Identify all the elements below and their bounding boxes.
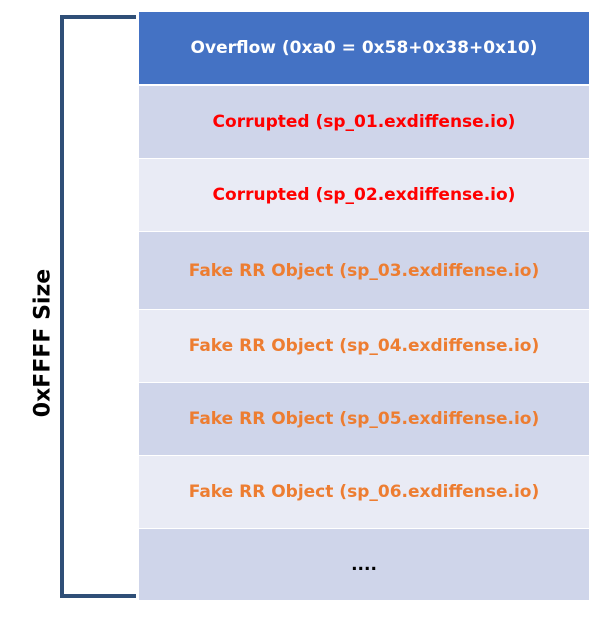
overflow-block: Overflow (0xa0 = 0x58+0x38+0x10) [139, 12, 589, 84]
ellipsis-block: .... [139, 529, 589, 600]
memory-stack: Overflow (0xa0 = 0x58+0x38+0x10) Corrupt… [139, 12, 589, 600]
corrupted-block-1: Corrupted (sp_01.exdiffense.io) [139, 86, 589, 158]
fake-rr-object-block-5: Fake RR Object (sp_05.exdiffense.io) [139, 383, 589, 455]
size-bracket [60, 15, 136, 598]
fake-rr-object-block-4: Fake RR Object (sp_04.exdiffense.io) [139, 310, 589, 382]
fake-rr-object-block-6: Fake RR Object (sp_06.exdiffense.io) [139, 456, 589, 528]
fake-rr-object-block-3: Fake RR Object (sp_03.exdiffense.io) [139, 232, 589, 309]
size-label: 0xFFFF Size [30, 268, 56, 418]
corrupted-block-2: Corrupted (sp_02.exdiffense.io) [139, 159, 589, 231]
